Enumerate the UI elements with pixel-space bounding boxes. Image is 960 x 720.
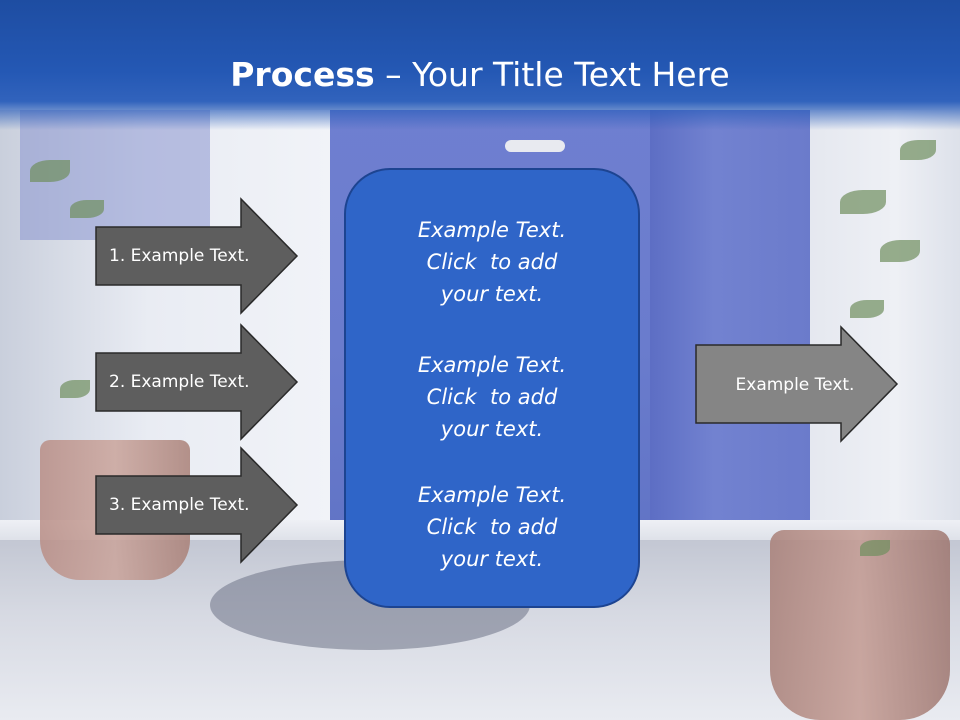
background-leaf — [70, 200, 104, 218]
background-leaf — [900, 140, 936, 160]
arrow-shape — [695, 325, 899, 443]
text-line: Example Text. — [417, 483, 567, 507]
step-arrow-label: 3. Example Text. — [109, 495, 250, 515]
arrow-shape — [95, 197, 299, 315]
text-line: Click to add — [426, 385, 558, 409]
background-leaf — [850, 300, 884, 318]
text-line: Click to add — [426, 515, 558, 539]
output-arrow-label: Example Text. — [735, 375, 855, 395]
arrow-shape — [95, 446, 299, 564]
text-block-2[interactable]: Example Text. Click to add your text. — [346, 349, 638, 445]
step-arrow-1[interactable]: 1. Example Text. — [95, 197, 300, 315]
background-leaf — [30, 160, 70, 182]
text-line: your text. — [440, 282, 544, 306]
step-arrow-3[interactable]: 3. Example Text. — [95, 446, 300, 564]
text-line: Click to add — [426, 250, 558, 274]
text-block-3[interactable]: Example Text. Click to add your text. — [346, 479, 638, 575]
text-line: Example Text. — [417, 353, 567, 377]
slide-title[interactable]: Process – Your Title Text Here — [0, 54, 960, 96]
background-leaf — [880, 240, 920, 262]
background-wall-right — [800, 110, 960, 570]
background-leaf — [860, 540, 890, 556]
center-text-box[interactable]: Example Text. Click to add your text. Ex… — [344, 168, 640, 608]
background-leaf — [840, 190, 886, 214]
background-leaf — [60, 380, 90, 398]
step-arrow-2[interactable]: 2. Example Text. — [95, 323, 300, 441]
step-arrow-label: 2. Example Text. — [109, 372, 250, 392]
background-door-handle — [505, 140, 565, 152]
arrow-shape — [95, 323, 299, 441]
title-bar — [0, 0, 960, 130]
title-rest: – Your Title Text Here — [374, 55, 730, 94]
text-line: your text. — [440, 417, 544, 441]
output-arrow[interactable]: Example Text. — [695, 325, 900, 444]
step-arrow-label: 1. Example Text. — [109, 246, 250, 266]
text-line: your text. — [440, 547, 544, 571]
text-line: Example Text. — [417, 218, 567, 242]
title-bold: Process — [230, 55, 375, 94]
background-flower-pot-right — [770, 530, 950, 720]
text-block-1[interactable]: Example Text. Click to add your text. — [346, 214, 638, 310]
